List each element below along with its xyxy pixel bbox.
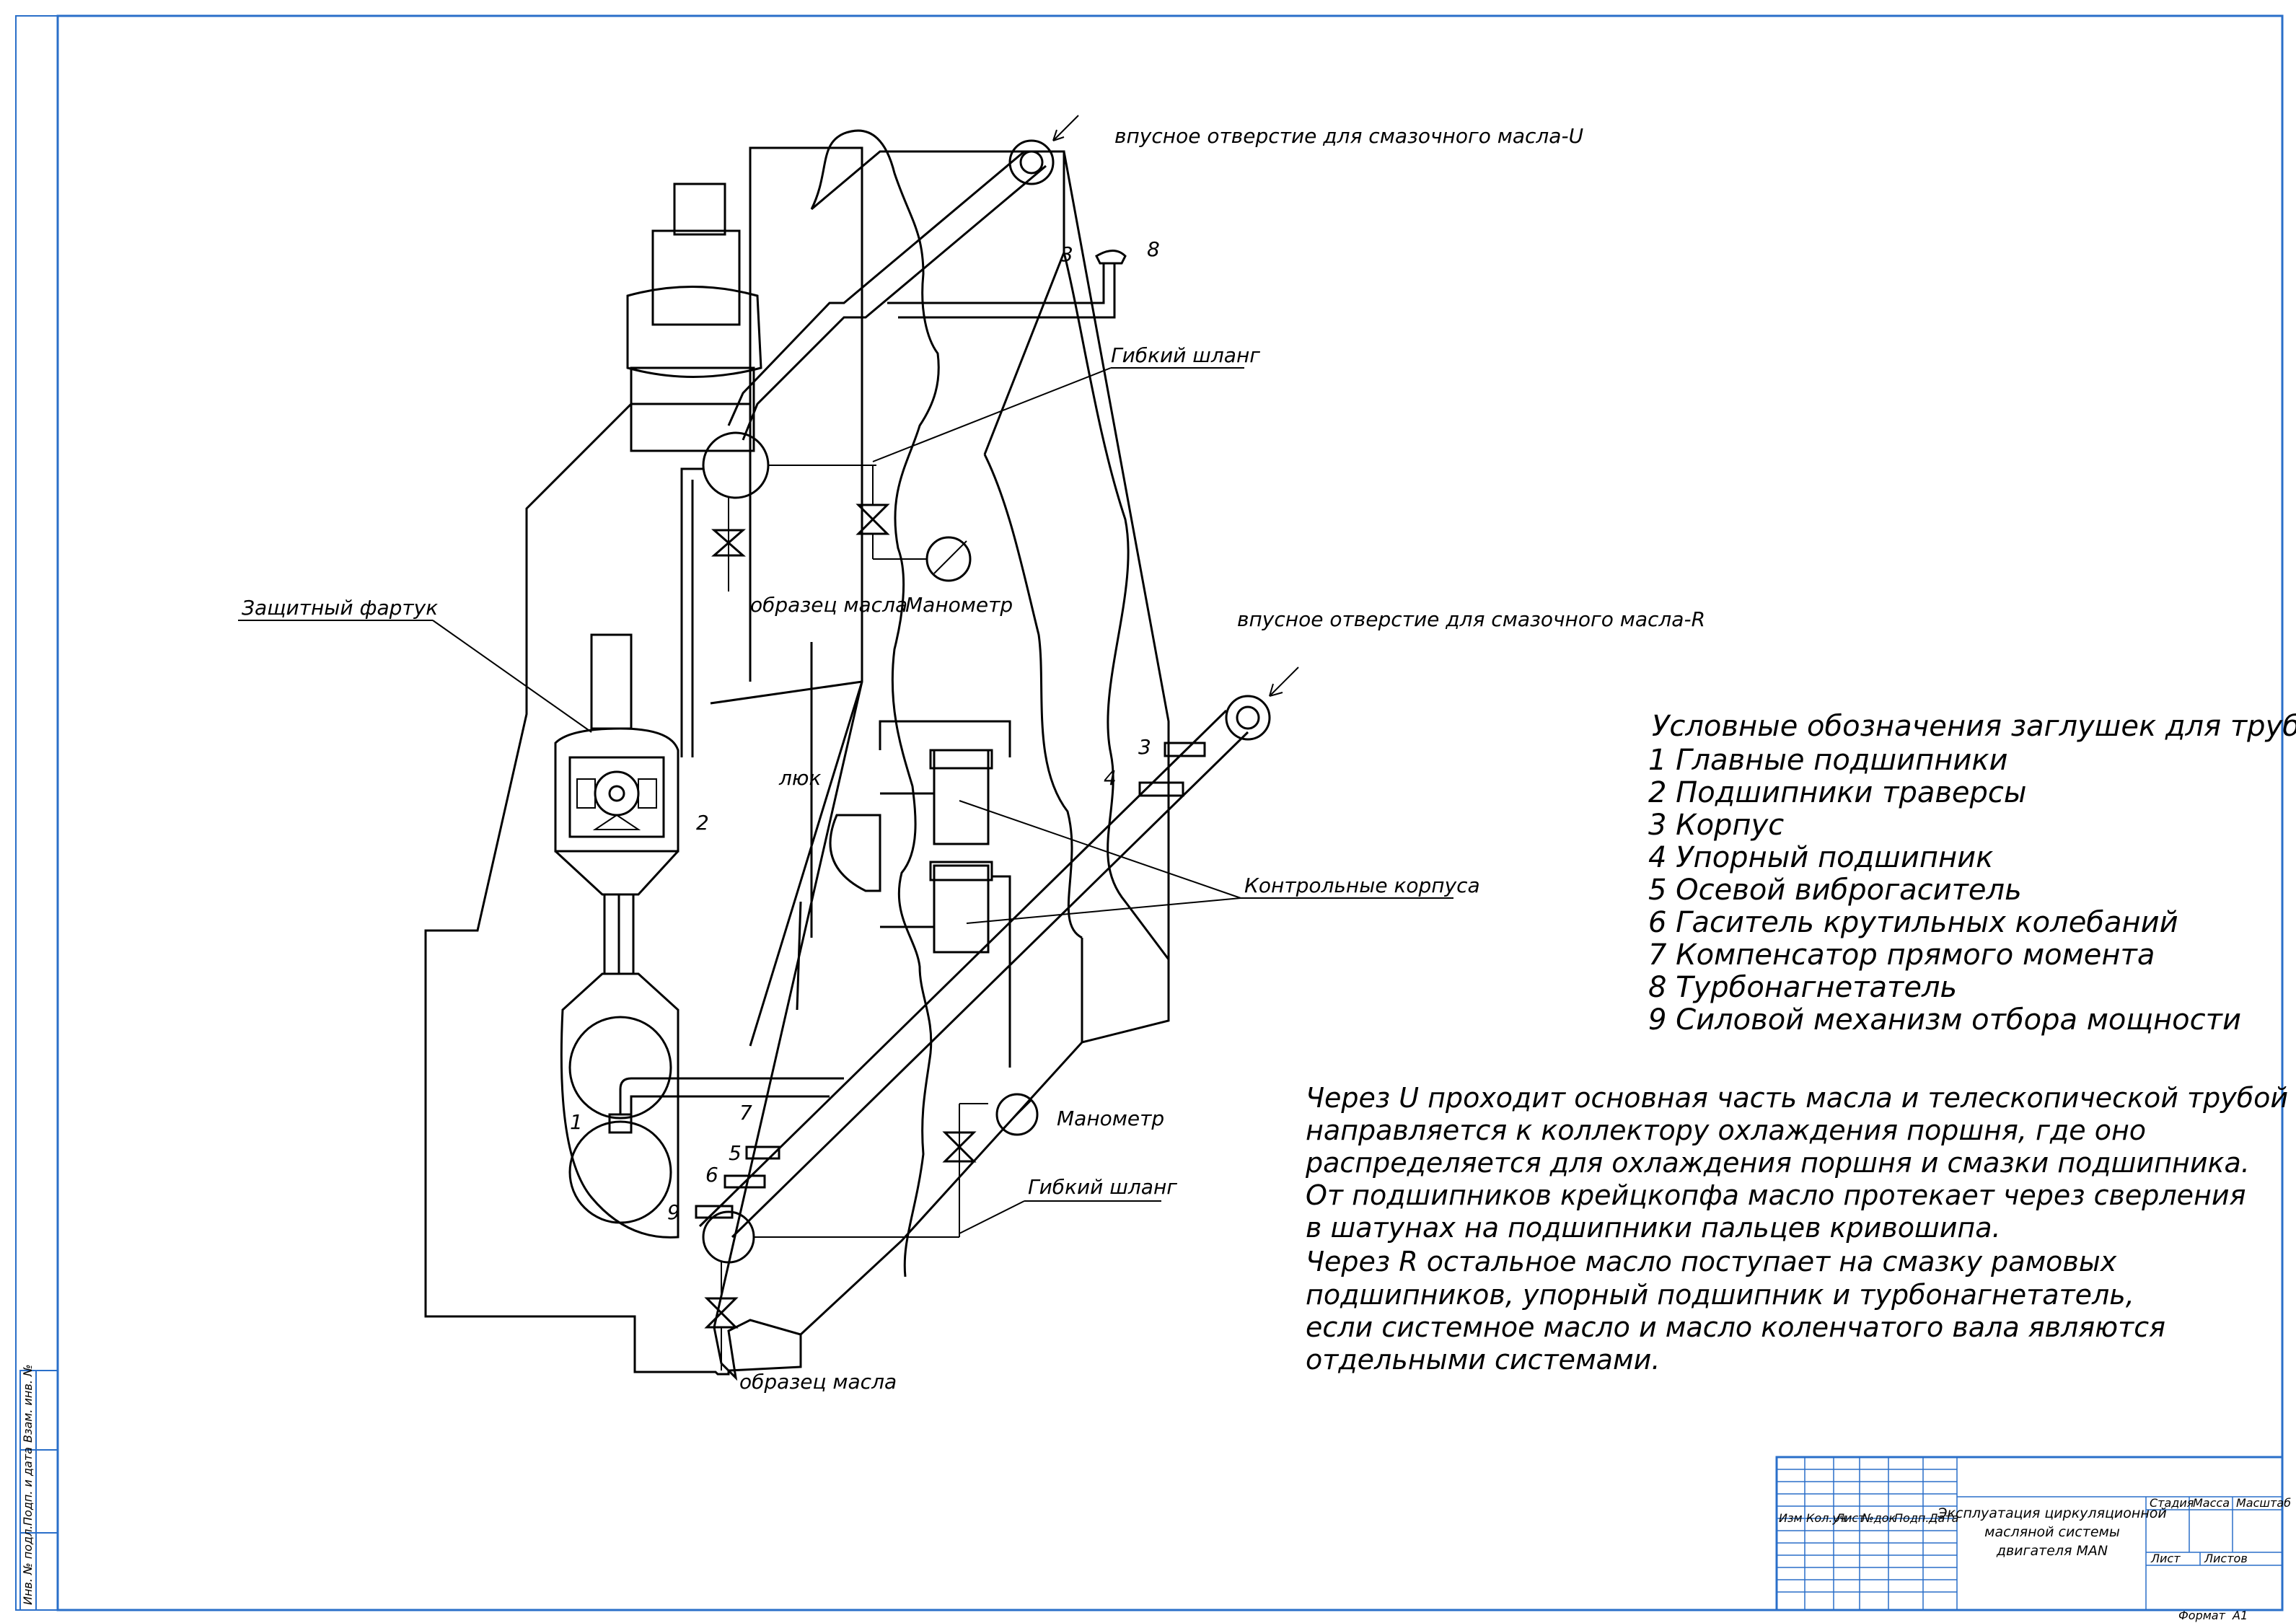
diagram-labels: впусное отверстие для смазочного масла-U…	[242, 124, 1705, 1394]
label-control-housings: Контрольные корпуса	[1244, 874, 1480, 897]
stamp-sign-date: Подп. и дата	[21, 1447, 35, 1526]
label-n3-right: 3	[1138, 735, 1151, 759]
upper-piping	[680, 115, 1127, 757]
label-n2: 2	[696, 811, 709, 835]
legend-item: 1 Главные подшипники	[1648, 744, 2008, 777]
crankshaft	[560, 972, 679, 1239]
label-flex-hose-top: Гибкий шланг	[1111, 343, 1260, 367]
label-n1: 1	[570, 1110, 583, 1134]
description-line: Через R остальное масло поступает на сма…	[1306, 1246, 2117, 1277]
label-hatch: люк	[778, 766, 821, 790]
tb-title-line-3: двигателя MAN	[1996, 1543, 2108, 1559]
description-line: в шатунах на подшипники пальцев кривошип…	[1306, 1212, 2001, 1244]
stamp-inv-no: Инв. № подл.	[21, 1526, 35, 1605]
crosshead	[554, 633, 679, 975]
legend-item: 2 Подшипники траверсы	[1648, 776, 2027, 809]
label-n8: 8	[1147, 237, 1160, 261]
tb-sheet: Лист	[2150, 1552, 2181, 1565]
tb-col-kol: Кол.уч	[1806, 1511, 1846, 1525]
tb-col-izm: Изм	[1779, 1511, 1803, 1525]
tb-col-list: Лист	[1835, 1511, 1865, 1525]
stamp-replace-inv: Взам. инв. №	[21, 1364, 35, 1443]
description-line: если системное масло и масло коленчатого…	[1306, 1311, 2165, 1343]
label-inlet-r: впусное отверстие для смазочного масла-R	[1237, 607, 1705, 631]
description-line: подшипников, упорный подшипник и турбона…	[1306, 1279, 2134, 1311]
tb-sheets: Листов	[2204, 1552, 2248, 1565]
legend-item: 8 Турбонагнетатель	[1648, 971, 1957, 1004]
legend: Условные обозначения заглушек для труб 1…	[1648, 710, 2296, 1037]
legend-item: 5 Осевой виброгаситель	[1648, 874, 2022, 907]
label-n3-top: 3	[1060, 242, 1073, 266]
legend-item: 7 Компенсатор прямого момента	[1648, 938, 2155, 972]
legend-item: 9 Силовой механизм отбора мощности	[1648, 1003, 2241, 1037]
label-n4: 4	[1104, 766, 1117, 790]
label-apron: Защитный фартук	[242, 596, 438, 620]
cylinder-cover	[626, 182, 762, 452]
label-n9: 9	[667, 1200, 680, 1224]
side-stamp: Инв. № подл. Подп. и дата Взам. инв. №	[19, 1364, 58, 1611]
tb-stage: Стадия	[2150, 1496, 2194, 1510]
description-line: Через U проходит основная часть масла и …	[1306, 1082, 2288, 1114]
tb-scale: Масштаб	[2236, 1496, 2291, 1510]
pipe-r	[619, 667, 1299, 1371]
label-inlet-u: впусное отверстие для смазочного масла-U	[1114, 124, 1583, 148]
label-flex-hose-bottom: Гибкий шланг	[1028, 1175, 1177, 1199]
tb-title-line-2: масляной системы	[1984, 1524, 2120, 1540]
description-line: От подшипников крейцкопфа масло протекае…	[1306, 1179, 2246, 1211]
tb-format: Формат	[2178, 1609, 2226, 1622]
description-line: распределяется для охлаждения поршня и с…	[1305, 1147, 2250, 1179]
label-sample-bottom: образец масла	[739, 1370, 897, 1394]
sheet-frame	[15, 14, 2284, 1611]
tb-title-line-1: Эксплуатация циркуляционной	[1937, 1505, 2166, 1521]
tb-mass: Масса	[2193, 1496, 2230, 1510]
label-n7: 7	[739, 1101, 752, 1125]
label-manometer-top: Манометр	[905, 593, 1013, 617]
tb-format-value: А1	[2232, 1609, 2248, 1622]
leader-lines	[238, 367, 1453, 1234]
legend-item: 4 Упорный подшипник	[1648, 841, 1993, 874]
label-n5: 5	[729, 1141, 742, 1165]
label-n6: 6	[705, 1163, 718, 1187]
tb-col-podp: Подп.	[1894, 1511, 1929, 1525]
description-line: направляется к коллектору охлаждения пор…	[1306, 1114, 2146, 1146]
label-manometer-bottom: Манометр	[1057, 1107, 1164, 1130]
description: Через U проходит основная часть масла и …	[1305, 1082, 2288, 1376]
tb-col-ndok: №док	[1861, 1511, 1896, 1525]
legend-item: 3 Корпус	[1648, 809, 1784, 842]
title-block: Изм Кол.уч Лист №док Подп. Дата Эксплуат…	[1775, 1456, 2291, 1622]
legend-item: 6 Гаситель крутильных колебаний	[1648, 906, 2178, 939]
tb-col-data: Дата	[1928, 1511, 1958, 1525]
legend-title: Условные обозначения заглушек для труб	[1652, 710, 2296, 743]
label-sample-top: образец масла	[750, 593, 907, 617]
control-housings	[829, 720, 1011, 1068]
description-line: отдельными системами.	[1306, 1344, 1660, 1376]
